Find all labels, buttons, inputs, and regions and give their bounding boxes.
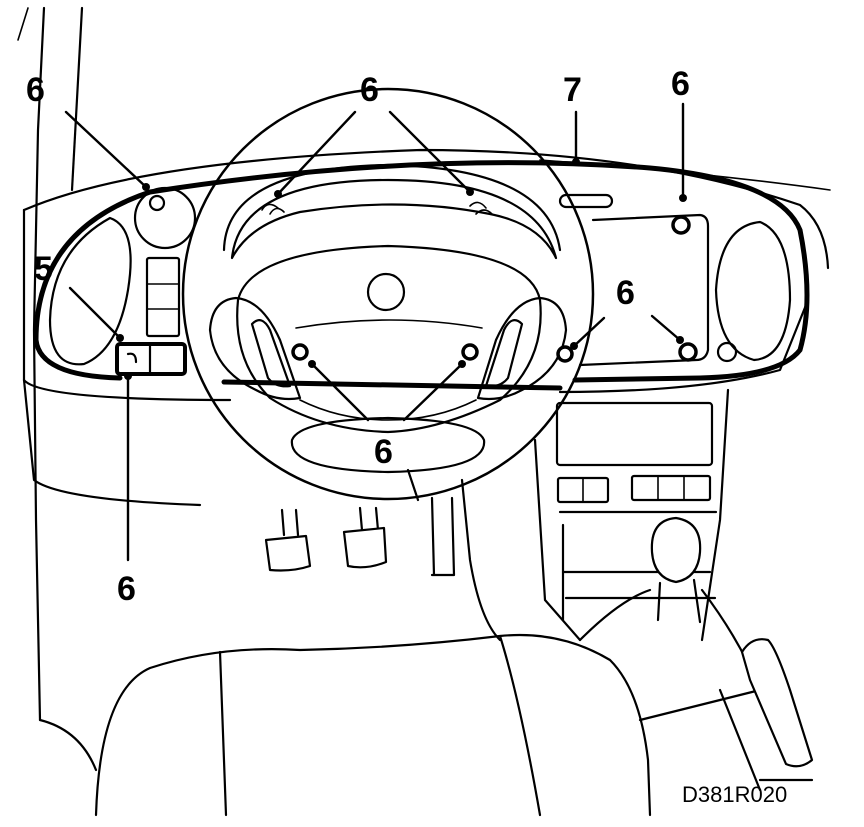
defroster-slot <box>558 193 614 209</box>
lower-switch-block <box>115 342 187 376</box>
left-vent <box>48 216 132 366</box>
leader-lines <box>64 102 687 562</box>
right-vent <box>714 220 792 362</box>
floor-lines <box>406 468 502 642</box>
figure-code: D381R020 <box>682 782 787 807</box>
right-display-panel <box>578 213 710 367</box>
callout-6-top-center: 6 <box>360 71 379 109</box>
right-small-knob <box>716 341 738 363</box>
steering-wheel <box>181 87 595 501</box>
light-switch-knob <box>133 186 197 250</box>
callout-6-wheel: 6 <box>374 433 393 471</box>
dashboard-outline <box>22 148 830 507</box>
callout-5: 5 <box>34 250 53 288</box>
callout-6-lower-left: 6 <box>117 570 136 608</box>
front-seat <box>38 633 652 817</box>
switch-stack <box>145 256 181 338</box>
trim-strip-center <box>221 379 563 391</box>
trim-strip-left-lower <box>33 337 123 381</box>
callout-6-top-left: 6 <box>26 71 45 109</box>
callout-6-right-panel: 6 <box>616 274 635 312</box>
pedals <box>264 496 456 577</box>
trim-strip <box>33 160 810 383</box>
handbrake <box>718 638 814 792</box>
callout-7: 7 <box>563 71 582 109</box>
gear-lever <box>578 516 762 722</box>
callout-6-top-right: 6 <box>671 65 690 103</box>
center-console <box>533 388 730 642</box>
